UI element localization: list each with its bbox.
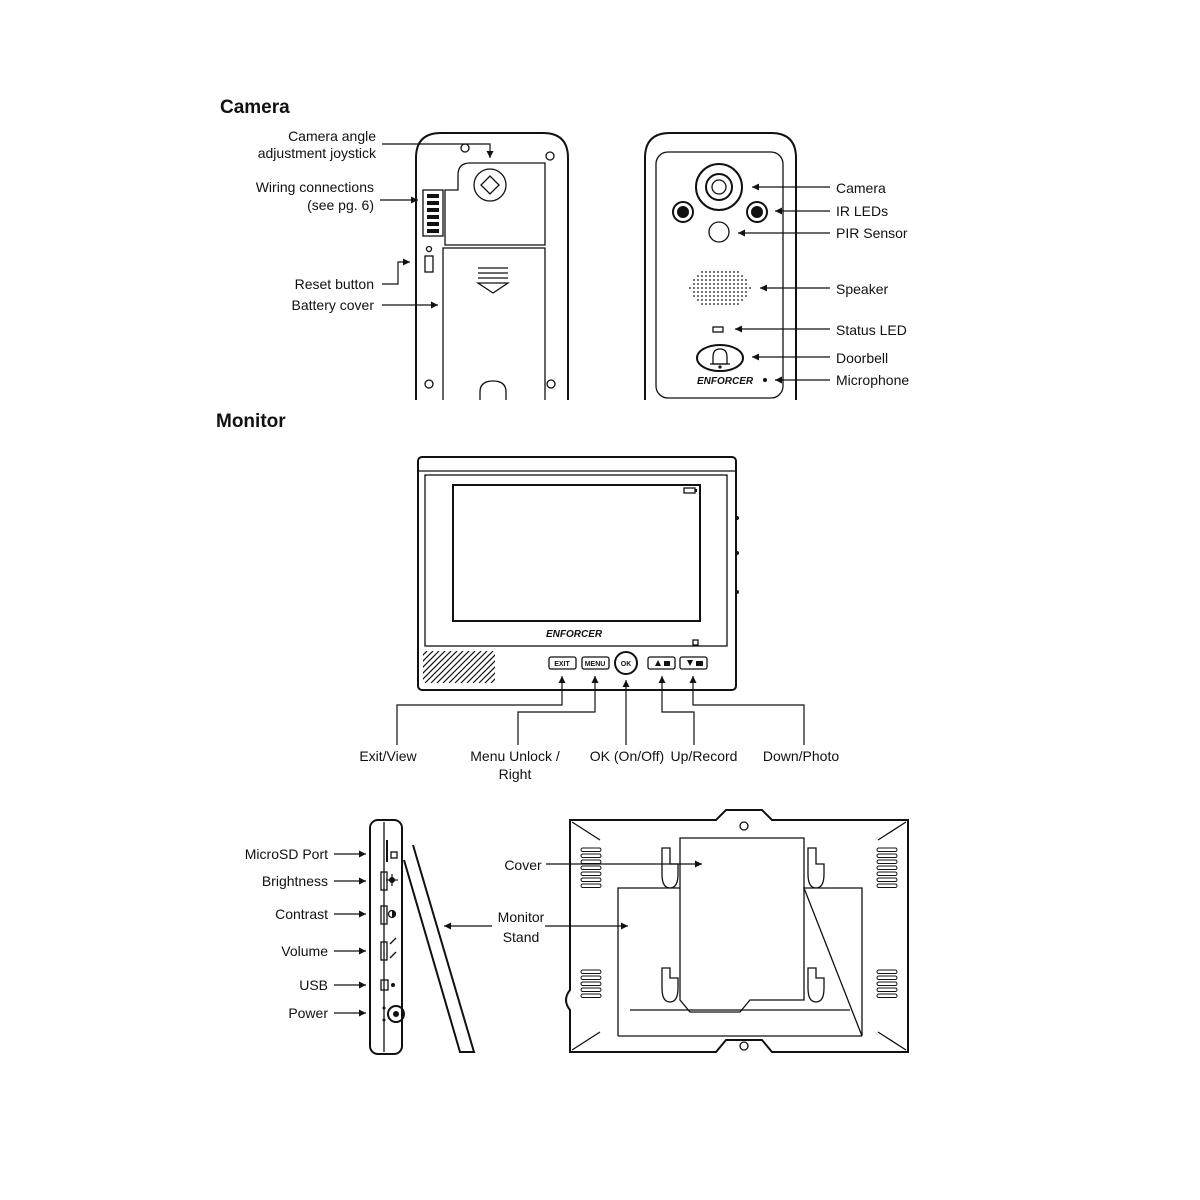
camera-lens bbox=[695, 163, 743, 211]
monitor-speaker-grille bbox=[423, 651, 495, 683]
arrow-up bbox=[658, 676, 695, 745]
label-joystick-line1: Camera angle bbox=[288, 128, 376, 144]
label-pir-sensor: PIR Sensor bbox=[836, 225, 908, 241]
volume-slider[interactable] bbox=[380, 937, 397, 961]
label-power: Power bbox=[288, 1005, 328, 1021]
arrow-exit bbox=[396, 676, 566, 745]
vent-slots-right-top bbox=[876, 847, 898, 888]
usb-port[interactable] bbox=[380, 979, 395, 991]
label-stand-line2: Stand bbox=[503, 929, 540, 945]
battery-cover[interactable] bbox=[442, 247, 546, 400]
speaker-grille bbox=[689, 271, 751, 305]
arrow-joystick bbox=[382, 143, 494, 158]
label-ok: OK (On/Off) bbox=[590, 748, 664, 764]
camera-brand-logo: ENFORCER bbox=[697, 376, 754, 387]
up-record-button[interactable] bbox=[647, 656, 676, 670]
label-exit-view: Exit/View bbox=[359, 748, 417, 764]
down-arrow-icon bbox=[687, 660, 693, 666]
power-port[interactable] bbox=[382, 1005, 405, 1023]
label-up-record: Up/Record bbox=[671, 748, 738, 764]
battery-icon bbox=[683, 487, 697, 494]
microphone-hole bbox=[763, 378, 767, 382]
label-camera: Camera bbox=[836, 180, 886, 196]
camera-back-view bbox=[415, 132, 569, 400]
monitor-front-view: ENFORCER EXIT MENU OK bbox=[417, 456, 739, 691]
label-cover: Cover bbox=[504, 857, 542, 873]
monitor-status-led bbox=[692, 639, 699, 646]
label-wiring-line2: (see pg. 6) bbox=[307, 197, 374, 213]
exit-button-text: EXIT bbox=[554, 661, 570, 668]
label-wiring-line1: Wiring connections bbox=[256, 179, 374, 195]
vent-slots-left-bottom bbox=[580, 969, 602, 998]
camera-heading: Camera bbox=[220, 97, 290, 118]
vent-slots-left-top bbox=[580, 847, 602, 888]
up-arrow-icon bbox=[655, 660, 661, 666]
reset-button[interactable] bbox=[424, 255, 434, 273]
label-battery-cover: Battery cover bbox=[292, 297, 375, 313]
pir-sensor bbox=[708, 221, 730, 243]
ir-led-right bbox=[746, 201, 768, 223]
monitor-side-view bbox=[369, 819, 476, 1055]
camera-front-view: ENFORCER bbox=[644, 132, 797, 400]
label-microphone: Microphone bbox=[836, 372, 909, 388]
back-cover[interactable] bbox=[679, 837, 805, 1013]
record-icon bbox=[664, 661, 670, 666]
monitor-back-view bbox=[565, 809, 909, 1053]
monitor-heading: Monitor bbox=[216, 411, 286, 432]
label-contrast: Contrast bbox=[275, 906, 328, 922]
ok-button-text: OK bbox=[621, 661, 632, 668]
vent-slots-right-bottom bbox=[876, 969, 898, 998]
label-reset-button: Reset button bbox=[295, 276, 374, 292]
wiring-terminal-block bbox=[422, 189, 444, 237]
label-stand-line1: Monitor bbox=[498, 909, 545, 925]
ir-led-left bbox=[672, 201, 694, 223]
brightness-slider[interactable] bbox=[380, 871, 398, 891]
photo-camera-icon bbox=[696, 661, 703, 666]
label-menu-line2: Right bbox=[499, 766, 532, 782]
exit-view-button[interactable]: EXIT bbox=[548, 656, 577, 670]
monitor-screen bbox=[452, 484, 701, 622]
label-brightness: Brightness bbox=[262, 873, 328, 889]
down-photo-button[interactable] bbox=[679, 656, 708, 670]
label-status-led: Status LED bbox=[836, 322, 907, 338]
arrow-reset bbox=[382, 258, 410, 285]
joystick-knob[interactable] bbox=[473, 168, 507, 202]
status-led bbox=[712, 326, 724, 333]
label-ir-leds: IR LEDs bbox=[836, 203, 888, 219]
menu-button-text: MENU bbox=[585, 661, 606, 668]
label-down-photo: Down/Photo bbox=[763, 748, 839, 764]
doorbell-button[interactable] bbox=[696, 344, 744, 372]
label-doorbell: Doorbell bbox=[836, 350, 888, 366]
label-joystick-line2: adjustment joystick bbox=[258, 145, 377, 161]
label-microsd: MicroSD Port bbox=[245, 846, 328, 862]
arrow-menu bbox=[517, 676, 599, 745]
ok-button[interactable]: OK bbox=[614, 651, 638, 675]
monitor-brand-logo: ENFORCER bbox=[546, 629, 603, 640]
menu-unlock-button[interactable]: MENU bbox=[581, 656, 610, 670]
microsd-port[interactable] bbox=[386, 840, 398, 862]
label-menu-line1: Menu Unlock / bbox=[470, 748, 560, 764]
arrow-down bbox=[689, 676, 805, 745]
label-volume: Volume bbox=[281, 943, 328, 959]
label-usb: USB bbox=[299, 977, 328, 993]
label-speaker: Speaker bbox=[836, 281, 888, 297]
contrast-slider[interactable] bbox=[380, 905, 397, 925]
